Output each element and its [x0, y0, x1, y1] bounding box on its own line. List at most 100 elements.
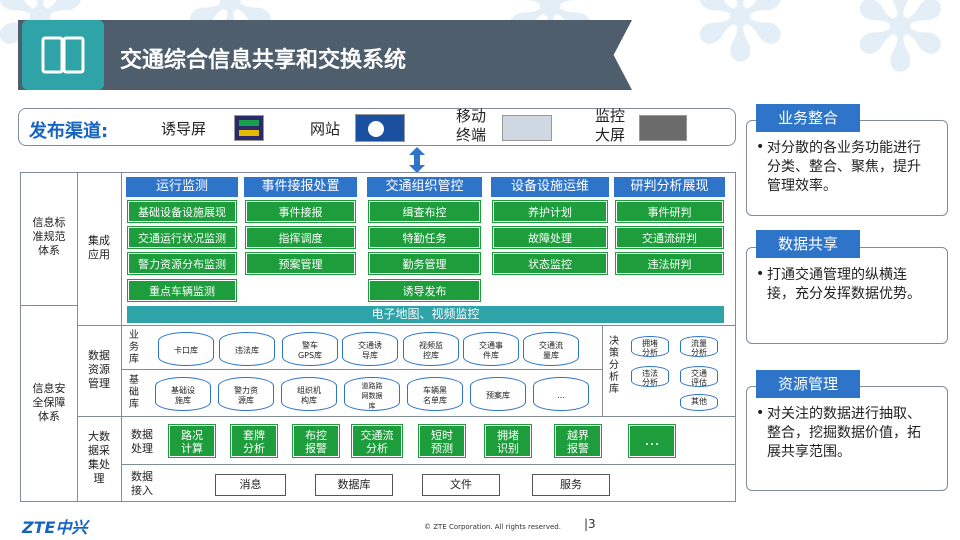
db-plan[interactable]: 预案库 [470, 377, 526, 411]
divider [77, 325, 736, 326]
item-guidance-publish[interactable]: 诱导发布 [368, 279, 481, 302]
data-sharing-text: 打通交通管理的纵横连接，充分发挥数据优势。 [767, 267, 921, 302]
page-number: |3 [584, 517, 596, 531]
mobile-thumbnail [502, 115, 552, 141]
db-vehicle-blacklist[interactable]: 车辆黑 名单库 [407, 377, 463, 411]
item-event-analysis[interactable]: 事件研判 [615, 200, 724, 223]
category-analysis[interactable]: 研判分析展现 [614, 177, 725, 197]
item-infra-display[interactable]: 基础设备设施展现 [127, 200, 237, 223]
item-status-monitor[interactable]: 状态监控 [492, 252, 608, 275]
divider [121, 464, 736, 465]
db-traffic-flow[interactable]: 交通流 量库 [523, 332, 579, 366]
db-violation-analysis[interactable]: 违法 分析 [631, 366, 669, 387]
ingest-label: 数据 接入 [131, 470, 153, 497]
ingest-database[interactable]: 数据库 [315, 474, 393, 496]
data-mgmt-label: 数据 资源 管理 [88, 349, 110, 390]
website-thumbnail [355, 114, 405, 142]
item-dispatch[interactable]: 指挥调度 [245, 226, 356, 249]
db-checkpoint[interactable]: 卡口库 [158, 332, 214, 366]
category-event-handling[interactable]: 事件接报处置 [244, 177, 357, 197]
db-other[interactable]: 其他 [680, 394, 718, 411]
divider [121, 172, 122, 502]
bullet: • [756, 139, 765, 155]
channel-mobile: 移动 终端 [456, 107, 487, 144]
business-integration-box: • 对分散的各业务功能进行分类、整合、聚焦，提升管理效率。 [746, 120, 948, 216]
db-traffic-event[interactable]: 交通事 件库 [463, 332, 519, 366]
title-banner [18, 20, 632, 90]
business-integration-heading: 业务整合 [756, 104, 860, 132]
item-special-duty[interactable]: 特勤任务 [368, 226, 481, 249]
security-system-label: 信息安 全保障 体系 [32, 382, 66, 423]
ingest-file[interactable]: 文件 [422, 474, 500, 496]
db-flow-analysis[interactable]: 流量 分析 [680, 336, 718, 357]
book-icon-box [22, 20, 104, 90]
bigdata-label: 大数 据采 集处 理 [88, 430, 110, 485]
channel-title: 发布渠道: [29, 121, 109, 142]
divider [121, 369, 602, 370]
channel-big-screen: 监控 大屏 [595, 107, 626, 144]
db-traffic-evaluation[interactable]: 交通 评估 [680, 366, 718, 387]
resource-mgmt-text: 对关注的数据进行抽取、整合，挖掘数据价值，拓展共享范围。 [767, 406, 921, 460]
integrated-app-label: 集成 应用 [88, 234, 110, 261]
divider [20, 305, 77, 306]
item-violation-analysis[interactable]: 违法研判 [615, 252, 724, 275]
divider [602, 325, 603, 416]
item-checkpoint[interactable]: 缉查布控 [368, 200, 481, 223]
item-duty-mgmt[interactable]: 勤务管理 [368, 252, 481, 275]
item-traffic-status[interactable]: 交通运行状况监测 [127, 226, 237, 249]
category-traffic-control[interactable]: 交通组织管控 [367, 177, 482, 197]
db-infrastructure[interactable]: 基础设 施库 [155, 377, 211, 411]
decision-lib-label: 决 策 分 析 库 [609, 336, 619, 395]
business-integration-text: 对分散的各业务功能进行分类、整合、聚焦，提升管理效率。 [767, 140, 921, 194]
page-title: 交通综合信息共享和交换系统 [120, 48, 407, 73]
guide-screen-thumbnail [234, 115, 264, 141]
proc-short-forecast[interactable]: 短时 预测 [418, 424, 466, 458]
db-video[interactable]: 视频监 控库 [403, 332, 459, 366]
bullet: • [756, 405, 765, 421]
base-lib-label: 基 础 库 [129, 375, 139, 410]
data-sharing-box: • 打通交通管理的纵横连接，充分发挥数据优势。 [746, 247, 948, 344]
db-road-network[interactable]: 道路路 网数据 库 [344, 377, 400, 411]
divider [77, 172, 78, 502]
item-event-report[interactable]: 事件接报 [245, 200, 356, 223]
double-arrow-icon [409, 147, 425, 173]
publish-channel-bar: 发布渠道: 诱导屏 网站 移动 终端 监控 大屏 [18, 107, 736, 146]
item-plan-mgmt[interactable]: 预案管理 [245, 252, 356, 275]
proc-road-status[interactable]: 路况 计算 [168, 424, 216, 458]
proc-fake-plate[interactable]: 套牌 分析 [230, 424, 278, 458]
item-traffic-flow-analysis[interactable]: 交通流研判 [615, 226, 724, 249]
proc-more[interactable]: ... [628, 424, 676, 458]
proc-flow-analysis[interactable]: 交通流 分析 [351, 424, 403, 458]
proc-congestion-detect[interactable]: 拥堵 识别 [484, 424, 532, 458]
db-more[interactable]: ... [533, 377, 589, 411]
proc-control-alarm[interactable]: 布控 报警 [292, 424, 340, 458]
copyright-text: © ZTE Corporation. All rights reserved. [424, 523, 561, 531]
proc-boundary-alarm[interactable]: 越界 报警 [554, 424, 602, 458]
db-violation[interactable]: 违法库 [219, 332, 275, 366]
divider [77, 416, 736, 417]
map-video-bar[interactable]: 电子地图、视频监控 [127, 306, 724, 323]
zte-logo: ZTE中兴 [22, 518, 88, 537]
db-congestion-analysis[interactable]: 拥堵 分析 [631, 336, 669, 357]
category-runtime-monitoring[interactable]: 运行监测 [126, 177, 238, 197]
resource-mgmt-box: • 对关注的数据进行抽取、整合，挖掘数据价值，拓展共享范围。 [746, 386, 948, 491]
bullet: • [756, 266, 765, 282]
channel-website: 网站 [310, 120, 341, 138]
item-fault-handling[interactable]: 故障处理 [492, 226, 608, 249]
db-organization[interactable]: 组织机 构库 [281, 377, 337, 411]
ingest-message[interactable]: 消息 [215, 474, 286, 496]
db-police-gps[interactable]: 警车 GPS库 [282, 332, 338, 366]
snowflake-decoration: ✻ [690, 0, 791, 89]
book-icon [41, 36, 85, 74]
item-police-distribution[interactable]: 警力资源分布监测 [127, 252, 237, 275]
ingest-service[interactable]: 服务 [532, 474, 610, 496]
channel-guide-screen: 诱导屏 [161, 120, 207, 138]
db-guidance[interactable]: 交通诱 导库 [342, 332, 398, 366]
item-maintenance-plan[interactable]: 养护计划 [492, 200, 608, 223]
db-police-resource[interactable]: 警力资 源库 [218, 377, 274, 411]
business-lib-label: 业 务 库 [129, 330, 139, 365]
processing-label: 数据 处理 [131, 428, 153, 455]
category-facility-ops[interactable]: 设备设施运维 [491, 177, 609, 197]
item-key-vehicle[interactable]: 重点车辆监测 [127, 279, 237, 302]
resource-mgmt-heading: 资源管理 [756, 370, 860, 398]
